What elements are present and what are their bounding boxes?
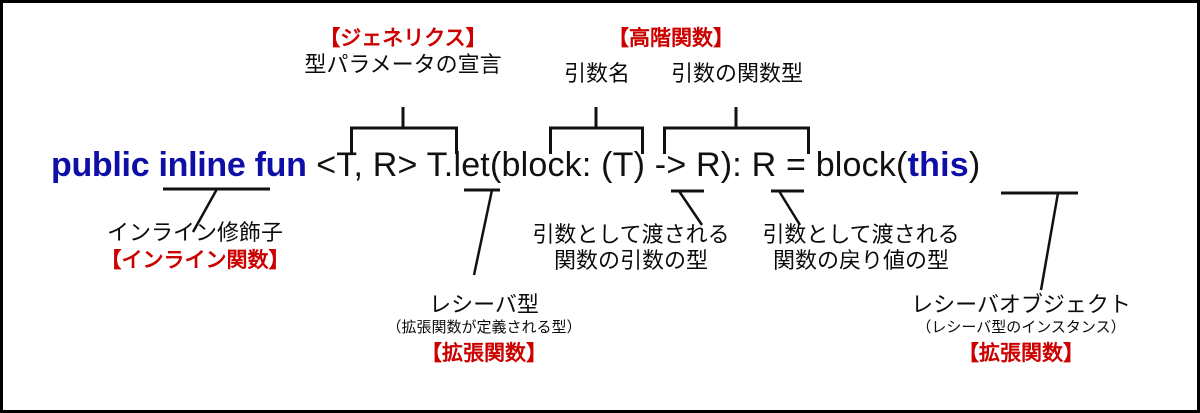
param-name-label: 引数名 <box>563 61 630 86</box>
code-signature-tail: ) <box>968 146 981 184</box>
receiver-type-sublabel: （拡張関数が定義される型） <box>386 319 582 336</box>
annotation-higher-order-tag: 【高階関数】 <box>591 27 751 51</box>
lambda-arg-type-line2: 関数の引数の型 <box>553 248 708 273</box>
param-function-type-label: 引数の関数型 <box>670 61 803 86</box>
leader-lambda-arg-type <box>671 189 704 226</box>
annotation-lambda-arg-type: 引数として渡される 関数の引数の型 <box>513 222 749 274</box>
higher-order-tag: 【高階関数】 <box>608 27 734 50</box>
annotation-param-name: 引数名 <box>531 60 663 87</box>
receiver-object-sublabel: （レシーバ型のインスタンス） <box>916 319 1126 336</box>
leader-lambda-return-type <box>771 189 804 226</box>
code-signature-head: T.let(block: (T) -> R): R = block( <box>426 146 908 184</box>
annotation-inline-modifier: インライン修飾子 【インライン関数】 <box>81 219 309 273</box>
inline-modifier-tag: 【インライン関数】 <box>100 249 290 272</box>
code-type-params: <T, R> <box>306 146 427 184</box>
code-this-keyword: this <box>907 146 969 184</box>
receiver-object-tag: 【拡張関数】 <box>958 342 1084 365</box>
code-signature: public inline fun <T, R> T.let(block: (T… <box>51 143 980 187</box>
receiver-object-label: レシーバオブジェクト <box>911 292 1131 317</box>
leader-receiver-object <box>1001 191 1078 291</box>
annotation-param-function-type: 引数の関数型 <box>651 60 823 87</box>
annotation-lambda-return-type: 引数として渡される 関数の戻り値の型 <box>743 222 979 274</box>
code-modifiers: public inline fun <box>51 146 307 184</box>
annotation-receiver-object: レシーバオブジェクト （レシーバ型のインスタンス） 【拡張関数】 <box>883 291 1159 366</box>
generics-tag: 【ジェネリクス】 <box>319 27 487 50</box>
inline-modifier-label: インライン修飾子 <box>106 220 283 245</box>
lambda-arg-type-line1: 引数として渡される <box>532 222 730 247</box>
leader-receiver-type <box>464 188 500 276</box>
receiver-type-tag: 【拡張関数】 <box>421 342 547 365</box>
annotation-generics: 【ジェネリクス】 型パラメータの宣言 <box>283 27 523 78</box>
receiver-type-label: レシーバ型 <box>429 292 539 317</box>
generics-label: 型パラメータの宣言 <box>304 52 502 77</box>
lambda-return-type-line2: 関数の戻り値の型 <box>772 248 949 273</box>
lambda-return-type-line1: 引数として渡される <box>762 222 960 247</box>
annotation-receiver-type: レシーバ型 （拡張関数が定義される型） 【拡張関数】 <box>353 291 615 366</box>
